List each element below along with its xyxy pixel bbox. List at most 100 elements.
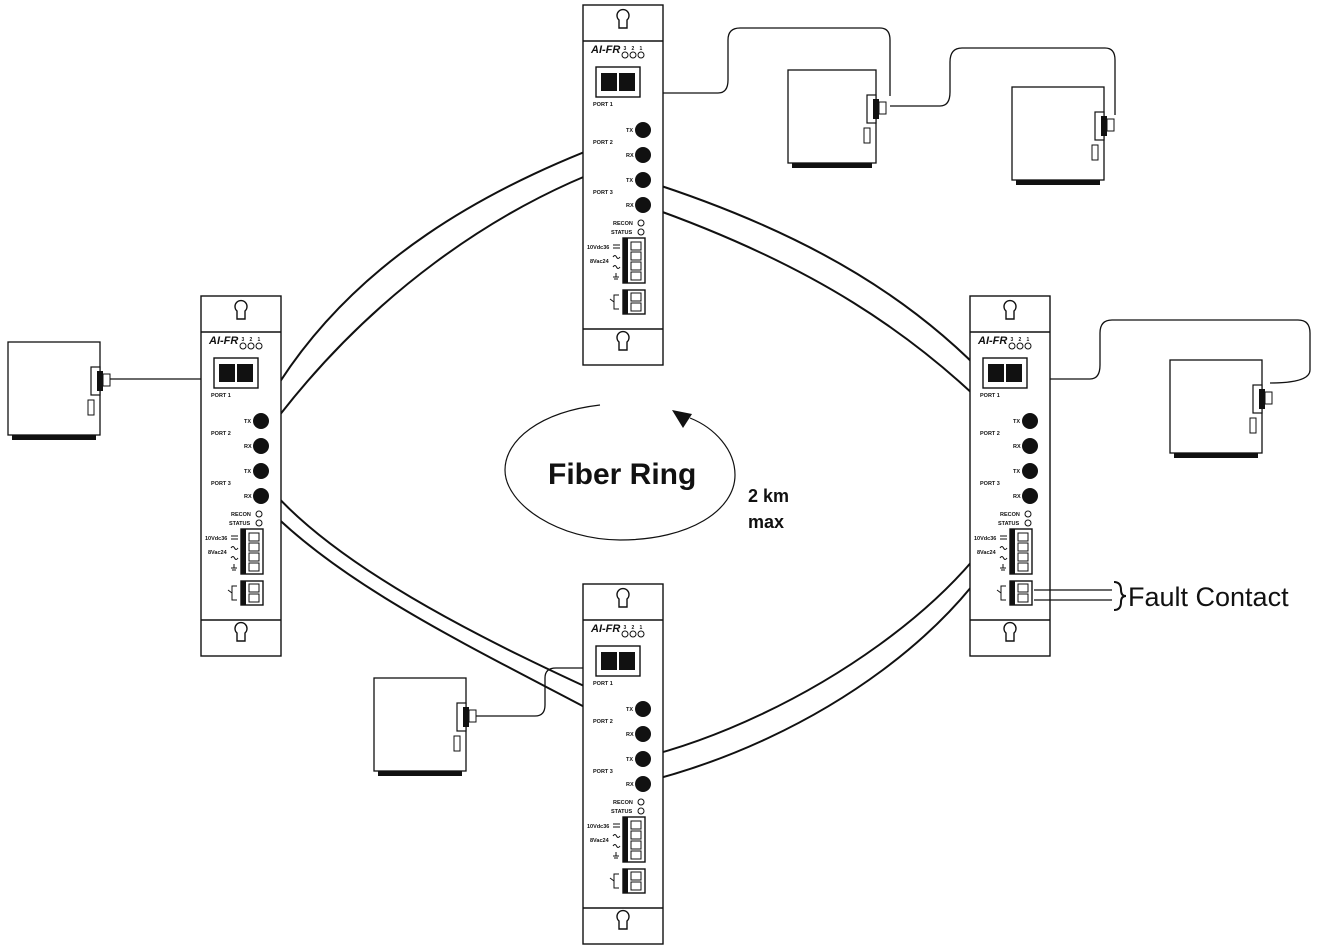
copper-cable-bottom — [475, 667, 600, 717]
ring-label: Fiber Ring — [548, 458, 696, 491]
device-slot-icon — [1249, 417, 1257, 434]
device-body — [787, 69, 877, 164]
device-slot-icon — [87, 399, 95, 416]
rj45-jack-b-icon — [619, 73, 635, 91]
status-label: STATUS — [611, 230, 633, 236]
power-screw-icon — [630, 271, 642, 281]
volt-dc-label: 10Vdc36 — [587, 245, 609, 251]
fiber-tx-label: TX — [626, 128, 633, 134]
device-body — [373, 677, 467, 772]
fiber-rx-label: RX — [244, 494, 252, 500]
fiber-tx-label: TX — [626, 757, 633, 763]
port3-label: PORT 3 — [593, 190, 613, 196]
fiber-rx-2-icon — [253, 438, 269, 454]
fiber-tx-label: TX — [626, 707, 633, 713]
module-model-label: AI-FR — [590, 44, 620, 56]
device-body — [1011, 86, 1105, 181]
device-plug-tail-icon — [878, 101, 887, 115]
relay-screw-icon — [630, 302, 642, 312]
led-number-3: 3 — [624, 625, 627, 631]
ac-symbol-icon — [230, 546, 239, 550]
device-plug-icon — [463, 707, 469, 727]
device-right — [1169, 359, 1273, 458]
volt-dc-label: 10Vdc36 — [974, 536, 996, 542]
power-screw-icon — [1017, 552, 1029, 562]
led-1-icon — [637, 630, 645, 638]
device-slot-icon — [1091, 144, 1099, 161]
device-edge-connector-icon — [1016, 180, 1100, 185]
led-2-icon — [247, 342, 255, 350]
volt-ac-label: 8Vac24 — [977, 550, 997, 556]
fiber-left-bottom-1 — [255, 470, 638, 711]
rj45-jack-b-icon — [1006, 364, 1022, 382]
ground-icon — [1000, 564, 1006, 571]
device-plug-icon — [97, 371, 103, 391]
power-screw-icon — [248, 562, 260, 572]
fiber-rx-label: RX — [1013, 494, 1021, 500]
led-number-2: 2 — [632, 46, 635, 52]
status-label: STATUS — [998, 521, 1020, 527]
cables — [110, 27, 1311, 785]
fiber-rx-label: RX — [626, 203, 634, 209]
fiber-rx-2-icon — [1022, 438, 1038, 454]
power-screw-icon — [630, 261, 642, 271]
led-number-3: 3 — [624, 46, 627, 52]
fiber-rx-2-icon — [635, 726, 651, 742]
fiber-tx-2-icon — [635, 122, 651, 138]
relay-screw-icon — [630, 292, 642, 302]
fiber-rx-3-icon — [635, 776, 651, 792]
power-terminal-edge — [1010, 529, 1015, 574]
fiber-top-right-2 — [642, 204, 1026, 448]
copper-cable-top-b — [890, 47, 1116, 115]
device-plug-tail-icon — [1106, 118, 1115, 132]
status-led-icon — [255, 519, 263, 527]
led-number-2: 2 — [632, 625, 635, 631]
recon-label: RECON — [613, 221, 633, 227]
power-screw-icon — [1017, 542, 1029, 552]
port2-label: PORT 2 — [211, 431, 231, 437]
recon-label: RECON — [613, 800, 633, 806]
power-terminal-edge — [623, 817, 628, 862]
led-1-icon — [255, 342, 263, 350]
mount-hole-bottom-icon — [616, 909, 630, 930]
device-plug-tail-icon — [468, 709, 477, 723]
rj45-jack-a-icon — [988, 364, 1004, 382]
rj45-jack-a-icon — [601, 652, 617, 670]
volt-ac-label: 8Vac24 — [208, 550, 228, 556]
fiber-tx-label: TX — [244, 419, 251, 425]
device-edge-connector-icon — [792, 163, 872, 168]
status-led-icon — [637, 228, 645, 236]
relay-screw-icon — [1017, 583, 1029, 593]
mount-hole-top-icon — [616, 8, 630, 29]
relay-terminal-edge — [241, 581, 246, 605]
led-3-icon — [239, 342, 247, 350]
status-label: STATUS — [229, 521, 251, 527]
ac-symbol-icon — [999, 546, 1008, 550]
device-left — [7, 341, 111, 440]
recon-led-icon — [637, 219, 645, 227]
power-screw-icon — [630, 820, 642, 830]
ring-ellipse — [504, 404, 736, 541]
relay-screw-icon — [1017, 593, 1029, 603]
rj45-jack-a-icon — [601, 73, 617, 91]
relay-screw-icon — [630, 871, 642, 881]
volt-dc-label: 10Vdc36 — [205, 536, 227, 542]
fiber-rx-3-icon — [1022, 488, 1038, 504]
status-led-icon — [637, 807, 645, 815]
port2-label: PORT 2 — [980, 431, 1000, 437]
fiber-rx-3-icon — [253, 488, 269, 504]
relay-symbol-icon — [996, 585, 1006, 601]
volt-dc-label: 10Vdc36 — [587, 824, 609, 830]
status-label: STATUS — [611, 809, 633, 815]
relay-terminal-edge — [623, 869, 628, 893]
volt-ac-label: 8Vac24 — [590, 838, 610, 844]
led-1-icon — [637, 51, 645, 59]
mount-hole-bottom-icon — [234, 621, 248, 642]
power-screw-icon — [248, 552, 260, 562]
module-model-label: AI-FR — [590, 623, 620, 635]
power-screw-icon — [1017, 562, 1029, 572]
